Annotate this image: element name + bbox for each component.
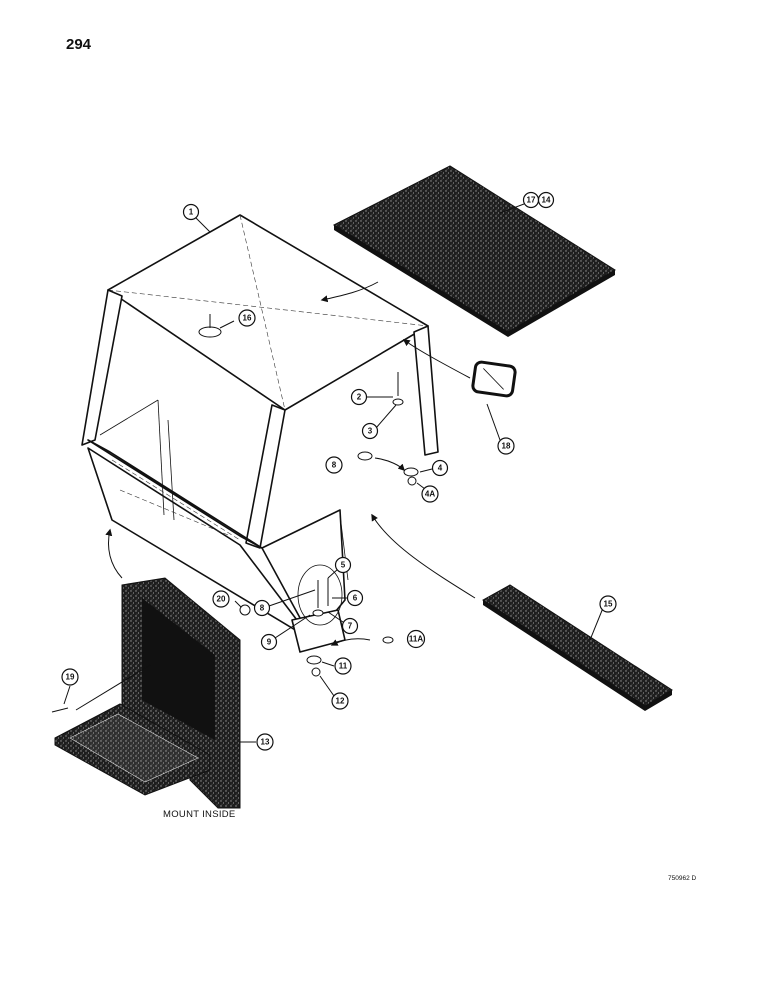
page-number: 294 — [66, 36, 92, 53]
callout-11a: 11A — [406, 629, 426, 649]
callout-15: 15 — [599, 595, 617, 613]
drawing-number: 750962 D — [668, 875, 697, 882]
leader-lines — [63, 203, 604, 743]
assembly-arrows — [105, 281, 476, 646]
svg-text:11: 11 — [339, 662, 348, 671]
svg-text:4A: 4A — [425, 490, 435, 499]
callout-1: 1 — [182, 203, 200, 221]
svg-text:9: 9 — [267, 638, 272, 647]
callout-17: 18 — [497, 437, 515, 455]
callout-9: 9 — [260, 633, 278, 651]
svg-text:8: 8 — [260, 604, 265, 613]
svg-text:7: 7 — [348, 622, 353, 631]
callout-12: 12 — [331, 692, 349, 710]
callout-7: 7 — [341, 617, 359, 635]
svg-text:12: 12 — [336, 697, 345, 706]
side-liner — [482, 584, 673, 707]
svg-text:14: 14 — [542, 196, 551, 205]
svg-text:3: 3 — [368, 427, 373, 436]
callout-14: 14 — [537, 191, 555, 209]
svg-text:13: 13 — [261, 738, 270, 747]
svg-text:1: 1 — [189, 208, 194, 217]
callout-3: 3 — [361, 422, 379, 440]
svg-text:2: 2 — [357, 393, 362, 402]
callout-13: 17 — [522, 191, 540, 209]
callout-2: 2 — [350, 388, 368, 406]
svg-text:5: 5 — [341, 561, 346, 570]
svg-text:20: 20 — [217, 595, 226, 604]
svg-text:4: 4 — [438, 464, 443, 473]
callout-11: 11 — [334, 657, 352, 675]
svg-text:18: 18 — [502, 442, 511, 451]
callout-20: 20 — [212, 590, 230, 608]
svg-text:19: 19 — [66, 673, 75, 682]
svg-text:16: 16 — [243, 314, 252, 323]
callout-18: 13 — [256, 733, 274, 751]
callout-16: 16 — [238, 309, 256, 327]
callout-6: 6 — [346, 589, 364, 607]
svg-text:17: 17 — [527, 196, 536, 205]
seat-pad — [54, 577, 241, 809]
svg-text:8: 8 — [332, 461, 337, 470]
svg-text:15: 15 — [604, 600, 613, 609]
callout-8: 8 — [253, 599, 271, 617]
callout-5: 5 — [334, 556, 352, 574]
mount-inside-note: MOUNT INSIDE — [163, 809, 236, 820]
callout-19: 19 — [61, 668, 79, 686]
callout-4: 4 — [431, 459, 449, 477]
svg-text:11A: 11A — [409, 635, 423, 644]
svg-text:6: 6 — [353, 594, 358, 603]
hardware — [51, 314, 419, 713]
callout-4a: 4A — [421, 485, 439, 503]
callout-8-upper: 8 — [325, 456, 343, 474]
